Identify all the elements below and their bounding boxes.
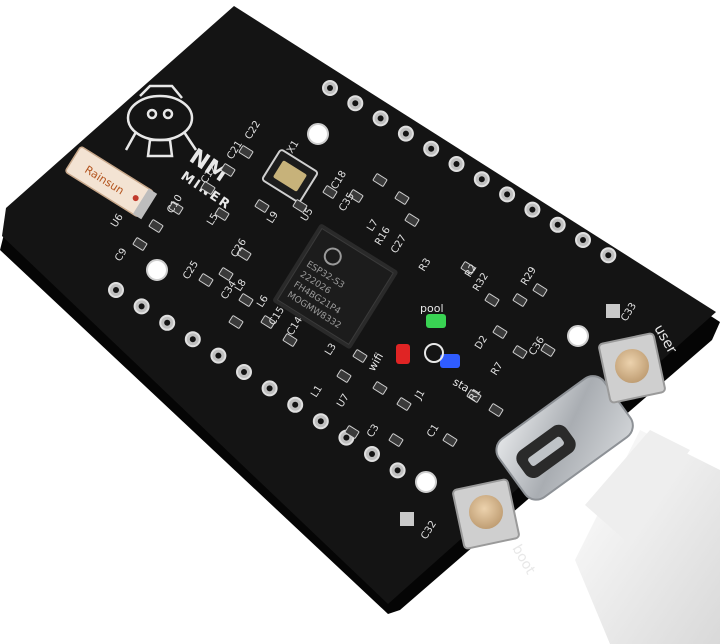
smd-part [540, 343, 556, 357]
smd-part [198, 273, 214, 287]
header-pin-hole [580, 237, 586, 243]
antenna-dot-icon [132, 195, 139, 202]
header-pin-hole [377, 115, 384, 122]
smd-part [148, 219, 164, 233]
sta-led [440, 354, 460, 368]
designator-label: L7 [365, 218, 381, 234]
smd-part [214, 207, 230, 221]
smd-part [388, 433, 404, 447]
header-pin-hole [554, 221, 561, 228]
boot-button-cap[interactable] [469, 495, 503, 529]
smd-part [512, 293, 528, 307]
smd-components [132, 145, 556, 447]
header-pin-hole [241, 369, 247, 375]
usb-cable [575, 430, 720, 644]
smd-part [442, 433, 458, 447]
header-pin-hole [453, 161, 460, 167]
smd-part [254, 199, 270, 213]
header-pin-hole [292, 401, 299, 408]
header-pin-hole [164, 319, 171, 326]
designator-label: L9 [265, 210, 281, 226]
smd-part [372, 381, 388, 395]
smd-part [396, 397, 412, 411]
header-pin-hole [317, 418, 324, 425]
header-pins-bottom-row [108, 282, 406, 479]
pool-led [426, 314, 446, 328]
smd-part [238, 293, 254, 307]
header-pin-hole [428, 145, 435, 152]
pin1-marker-bottom [400, 512, 414, 526]
boot-button[interactable]: boot [452, 478, 539, 578]
designator-label: L6 [255, 294, 271, 310]
smd-part [322, 185, 338, 199]
smd-part [344, 425, 360, 439]
smd-part [132, 237, 148, 251]
smd-part [228, 315, 244, 329]
designator-label: J1 [413, 388, 428, 403]
esp32-chip: ESP32-S3 222026 FH4BG21P4 MOGMW8332 [273, 224, 398, 349]
smd-part [352, 349, 368, 363]
designator-label: L3 [323, 342, 339, 358]
smd-part [484, 293, 500, 307]
designator-label: L8 [233, 278, 249, 294]
header-pin-hole [478, 176, 485, 183]
pin1-marker-top [606, 304, 620, 318]
header-pin-hole [394, 467, 401, 474]
smd-part [260, 315, 276, 329]
smd-part [292, 199, 308, 213]
smd-part [348, 189, 364, 203]
smd-part [282, 333, 298, 347]
smd-part [218, 267, 234, 281]
button-label-boot: boot [509, 542, 539, 578]
ceramic-antenna: Rainsun [65, 146, 158, 220]
smd-part [168, 201, 184, 215]
header-pin-hole [529, 206, 536, 213]
designator-label: L1 [309, 384, 325, 400]
bitcoin-icon [424, 343, 444, 363]
header-pin-hole [402, 130, 409, 137]
header-pin-hole [343, 434, 350, 441]
smd-part [404, 213, 420, 227]
smd-part [532, 283, 548, 297]
header-pin-hole [605, 252, 612, 259]
header-pin-hole [113, 287, 119, 293]
espressif-logo-icon [323, 247, 342, 266]
header-pins-top-row [322, 80, 617, 264]
smd-part [512, 345, 528, 359]
designator-label: L5 [205, 212, 221, 228]
smd-part [372, 173, 388, 187]
wifi-led [396, 344, 410, 364]
smd-part [200, 181, 216, 195]
header-pin-hole [215, 352, 222, 359]
crystal-oscillator [261, 149, 319, 203]
header-pin-hole [138, 303, 145, 310]
header-pin-hole [352, 100, 359, 107]
smd-part [492, 325, 508, 339]
smd-part [466, 389, 482, 403]
miner-mascot-icon [124, 84, 198, 158]
mounting-holes [146, 123, 589, 493]
smd-part [394, 191, 410, 205]
header-pin-hole [504, 191, 511, 198]
header-pin-hole [189, 336, 196, 343]
user-button[interactable]: user [598, 322, 680, 404]
smd-part [460, 261, 476, 275]
smd-part [236, 247, 252, 261]
header-pin-hole [266, 385, 273, 392]
header-pin-hole [369, 451, 375, 457]
led-label-pool: pool [420, 302, 444, 315]
smd-part [238, 145, 254, 159]
user-button-cap[interactable] [615, 349, 649, 383]
smd-part [220, 163, 236, 177]
header-pin-hole [327, 85, 333, 91]
smd-part [488, 403, 504, 417]
smd-part [336, 369, 352, 383]
